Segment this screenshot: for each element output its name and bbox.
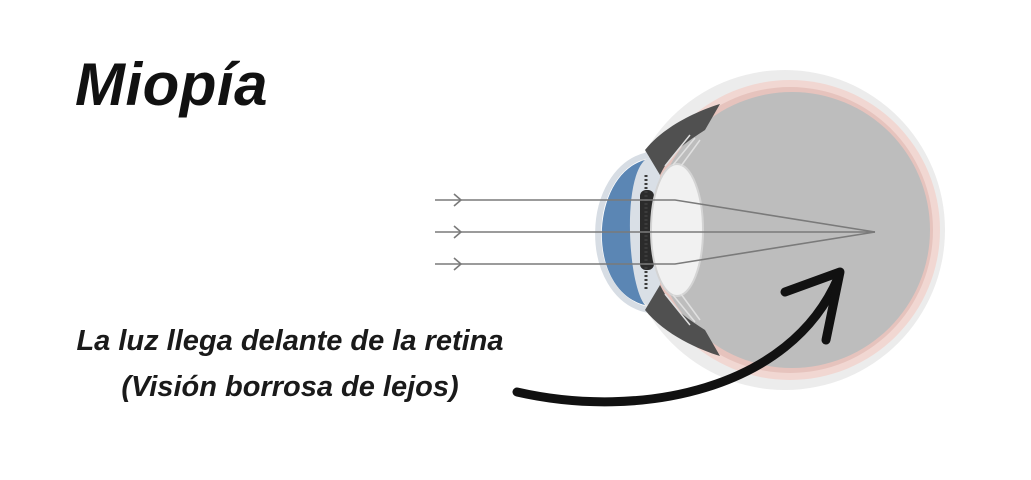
ray-top: [435, 199, 876, 233]
ciliary-body-bottom: [645, 285, 720, 356]
zonule-bottom: [664, 293, 701, 326]
pointer-arrow: [512, 273, 843, 407]
ray-top-arrowhead: [453, 193, 463, 207]
caption: La luz llega delante de la retina (Visió…: [40, 318, 540, 410]
page-title: Miopía: [75, 51, 268, 118]
ciliary-body-top: [645, 104, 720, 175]
light-rays: [435, 199, 876, 265]
ray-middle-arrowhead: [453, 225, 463, 239]
ray-bottom-arrowhead: [453, 257, 463, 271]
pointer-arrowhead: [780, 267, 845, 345]
caption-line-1: La luz llega delante de la retina: [76, 325, 504, 357]
iris: [640, 190, 654, 270]
eyeball: [654, 92, 930, 368]
lens: [650, 163, 704, 297]
zonule-top: [664, 134, 701, 167]
ray-arrowheads: [453, 193, 463, 271]
caption-line-2: (Visión borrosa de lejos): [121, 371, 459, 403]
ray-bottom: [435, 231, 876, 265]
